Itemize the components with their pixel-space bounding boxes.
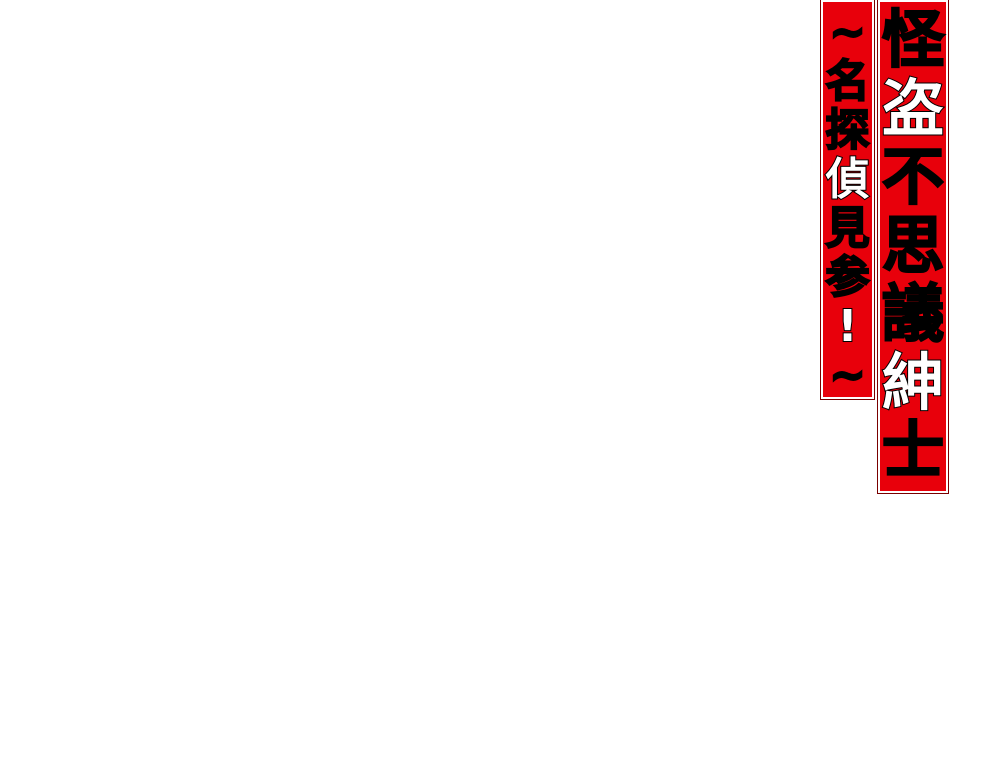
title-glyph-2: 盗: [881, 71, 945, 145]
subtitle-glyph-6: 参: [825, 252, 871, 303]
subtitle-glyph-8: ~: [828, 350, 867, 401]
title-glyph-6: 紳: [881, 345, 945, 419]
subtitle-banner: ~名探偵見参!~: [820, 0, 875, 401]
subtitle-glyph-3: 探: [825, 105, 871, 156]
title-glyph-1: 怪: [881, 3, 945, 76]
main-title-banner: 怪盗不思議紳士: [877, 0, 949, 494]
subtitle-glyph-5: 見: [825, 203, 871, 254]
subtitle-glyph-4: 偵: [825, 154, 871, 205]
subtitle-glyph-2: 名: [825, 56, 871, 107]
title-glyph-5: 議: [881, 277, 945, 350]
subtitle-glyph-7: !: [836, 301, 858, 352]
subtitle-glyph-1: ~: [828, 7, 867, 58]
title-glyph-4: 思: [881, 208, 945, 282]
title-glyph-7: 士: [881, 414, 945, 487]
title-glyph-3: 不: [881, 140, 945, 213]
